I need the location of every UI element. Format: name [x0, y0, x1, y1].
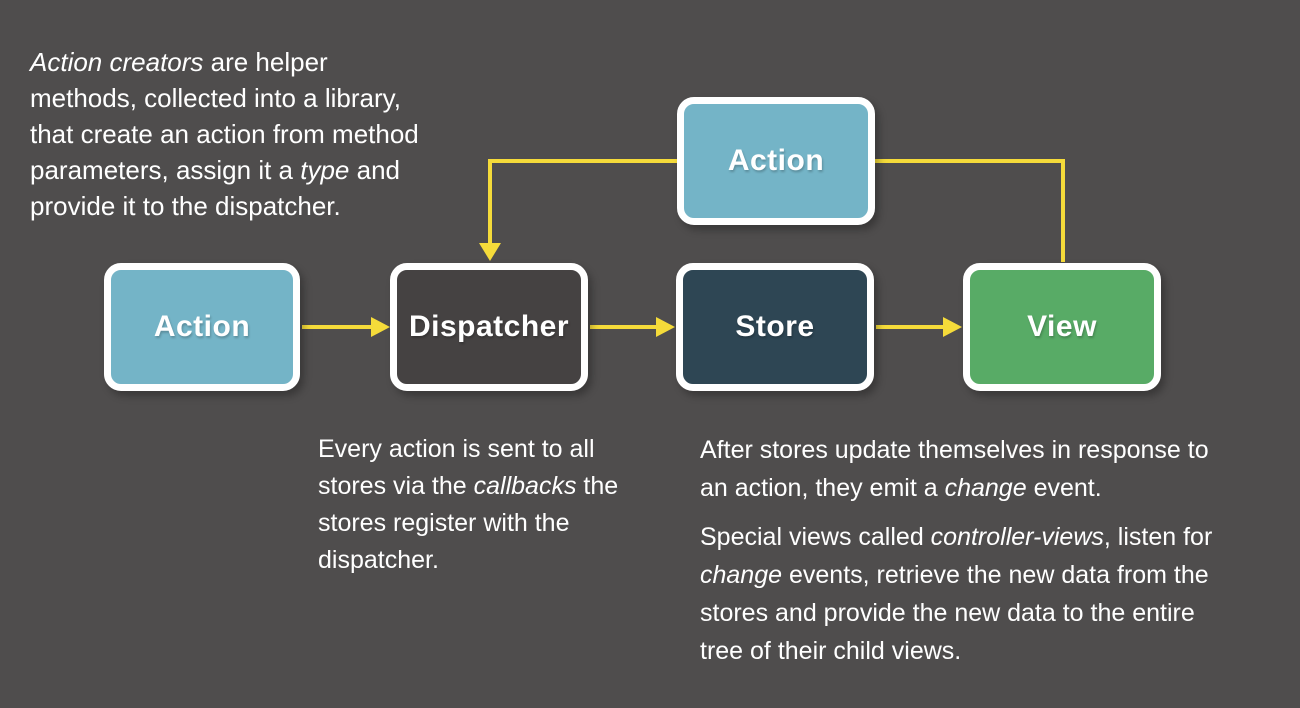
- note-action-creators: Action creators are helper methods, coll…: [30, 47, 419, 221]
- arrow-action-to-dispatcher: [302, 317, 390, 337]
- node-store-label: Store: [735, 310, 815, 343]
- node-view: View: [963, 263, 1161, 391]
- arrow-dispatcher-to-store: [590, 317, 675, 337]
- note-paragraph: Special views called controller-views, l…: [700, 523, 1213, 665]
- node-dispatcher-label: Dispatcher: [408, 310, 570, 343]
- node-view-label: View: [1027, 310, 1097, 343]
- line-action-to-dispatcher-feedback: [479, 159, 677, 261]
- node-action-top: Action: [677, 97, 875, 225]
- arrow-store-to-view: [876, 317, 962, 337]
- node-action: Action: [104, 263, 300, 391]
- node-store: Store: [676, 263, 874, 391]
- note-paragraph: After stores update themselves in respon…: [700, 436, 1209, 502]
- line-view-to-action: [875, 159, 1065, 262]
- node-dispatcher: Dispatcher: [390, 263, 588, 391]
- node-action-top-label: Action: [727, 144, 825, 177]
- node-action-label: Action: [153, 310, 251, 343]
- note-store-change-events: After stores update themselves in respon…: [700, 431, 1212, 670]
- note-dispatcher-callbacks: Every action is sent to all stores via t…: [318, 435, 619, 574]
